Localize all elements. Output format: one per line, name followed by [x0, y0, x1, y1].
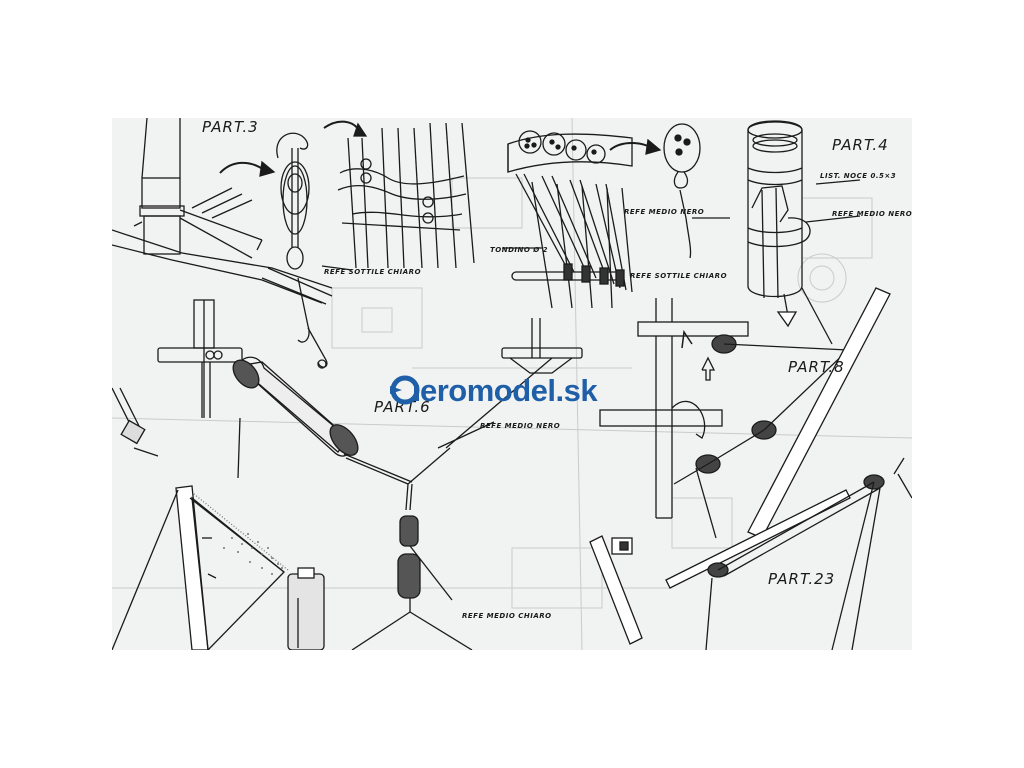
aeromodel-logo: eromodel.sk — [390, 372, 598, 408]
part-23-detail — [589, 457, 912, 650]
part-sail-detail — [112, 485, 325, 650]
part-4-label: PART.4 — [832, 136, 889, 154]
part-6-label: PART.6 — [374, 398, 431, 416]
annotation-refe-medio-nero-2: REFE MEDIO NERO — [832, 210, 912, 218]
part-6-detail — [232, 318, 583, 650]
part-4-detail — [747, 120, 861, 328]
annotation-refe-sottile-chiaro-1: REFE SOTTILE CHIARO — [324, 268, 421, 276]
annotation-list-noce: LIST. NOCE 0.5×3 — [820, 172, 896, 180]
annotation-refe-sottile-chiaro-2: REFE SOTTILE CHIARO — [630, 272, 727, 280]
annotation-refe-medio-nero-3: REFE MEDIO NERO — [480, 422, 560, 430]
part-23-label: PART.23 — [768, 570, 835, 588]
rigging-drawing: PART.3 PART.4 PART.6 PART.8 PART.23 REFE… — [112, 118, 912, 650]
part-3-detail — [112, 118, 475, 369]
part-top-center-detail — [502, 123, 730, 309]
logo-a-mark-icon — [390, 375, 420, 405]
part-8-label: PART.8 — [788, 358, 845, 376]
plan-sheet: PART.3 PART.4 PART.6 PART.8 PART.23 REFE… — [112, 118, 912, 650]
annotation-refe-medio-chiaro: REFE MEDIO CHIARO — [462, 612, 552, 620]
part-left-mast-detail — [112, 299, 243, 479]
logo-wordmark: eromodel.sk — [420, 372, 598, 408]
part-3-label: PART.3 — [202, 118, 259, 136]
spray-stipple — [223, 533, 283, 575]
part-8-detail — [599, 287, 891, 539]
annotation-tondino: TONDINO Ø 2 — [490, 246, 548, 254]
annotation-refe-medio-nero-1: REFE MEDIO NERO — [624, 208, 704, 216]
background-faint-lines — [112, 118, 912, 650]
